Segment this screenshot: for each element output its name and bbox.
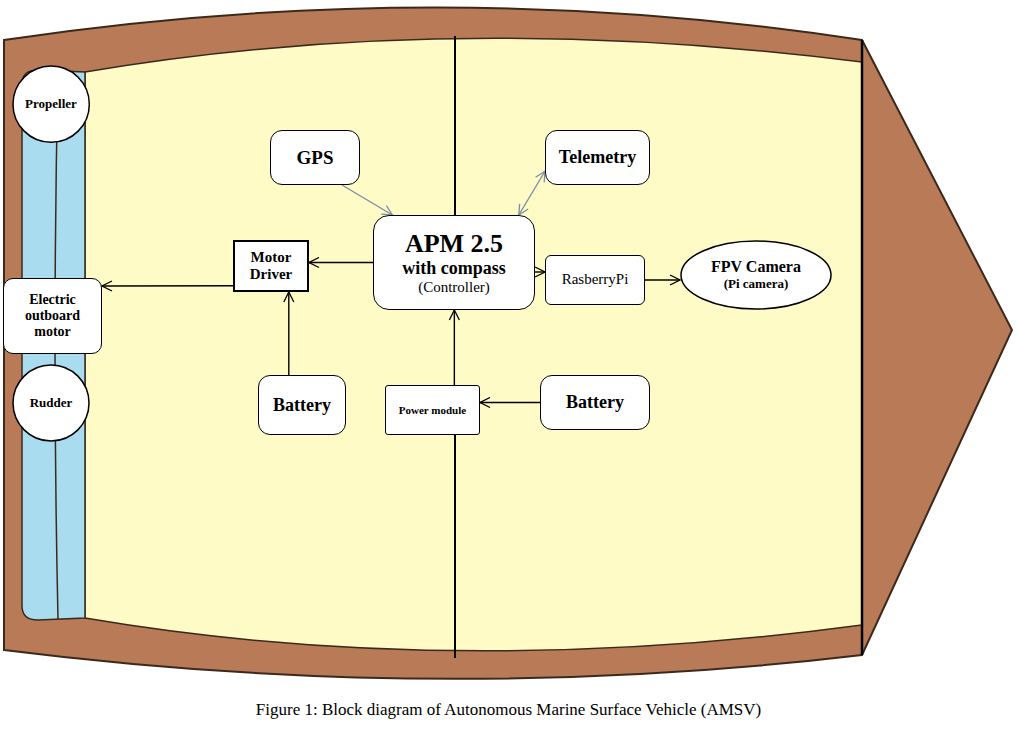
connector-arrow bbox=[454, 310, 455, 385]
node-label: (Controller) bbox=[418, 279, 490, 296]
bow-divider bbox=[861, 40, 864, 655]
raspberry-pi-box: RasberryPi bbox=[545, 255, 645, 305]
deck-divider bbox=[454, 435, 456, 658]
connector-arrow bbox=[102, 285, 233, 287]
rudder-circle: Rudder bbox=[12, 364, 90, 442]
power-module-box: Power module bbox=[385, 385, 480, 435]
node-label: (Pi camera) bbox=[724, 277, 789, 292]
node-label: RasberryPi bbox=[562, 271, 629, 288]
caption-text: Figure 1: Block diagram of Autonomous Ma… bbox=[256, 700, 761, 719]
deck-area bbox=[85, 38, 862, 651]
camera-ellipse: FPV Camera(Pi camera) bbox=[680, 240, 832, 310]
connector-arrow bbox=[535, 271, 545, 272]
controller-box: APM 2.5with compass(Controller) bbox=[373, 215, 535, 310]
battery-box: Battery bbox=[540, 375, 650, 430]
node-label: GPS bbox=[297, 147, 334, 169]
connector-arrow bbox=[519, 171, 545, 215]
node-label: with compass bbox=[402, 258, 506, 279]
telemetry-box: Telemetry bbox=[545, 130, 650, 185]
node-label: Battery bbox=[273, 395, 331, 416]
connector-arrow bbox=[288, 292, 289, 375]
hull-outline bbox=[4, 8, 1012, 679]
node-label: Power module bbox=[399, 404, 466, 417]
node-label: Electric outboard motor bbox=[10, 292, 95, 340]
node-label: APM 2.5 bbox=[405, 229, 503, 259]
connector-arrow bbox=[480, 402, 540, 403]
node-label: Battery bbox=[566, 392, 624, 413]
deck-divider bbox=[454, 36, 456, 215]
figure-caption: Figure 1: Block diagram of Autonomous Ma… bbox=[0, 700, 1017, 720]
motor-driver-box: Motor Driver bbox=[233, 240, 309, 292]
node-label: Propeller bbox=[25, 97, 77, 112]
gps-box: GPS bbox=[270, 130, 360, 185]
connector-arrow bbox=[645, 279, 680, 280]
propeller-circle: Propeller bbox=[12, 65, 90, 143]
connector-arrow bbox=[309, 262, 373, 263]
node-label: Rudder bbox=[30, 396, 73, 411]
node-label: Motor Driver bbox=[240, 249, 302, 284]
connector-arrow bbox=[342, 185, 392, 215]
node-label: Telemetry bbox=[559, 147, 636, 168]
outboard-motor-box: Electric outboard motor bbox=[3, 278, 102, 354]
node-label: FPV Camera bbox=[711, 258, 801, 276]
battery-box: Battery bbox=[258, 375, 346, 435]
